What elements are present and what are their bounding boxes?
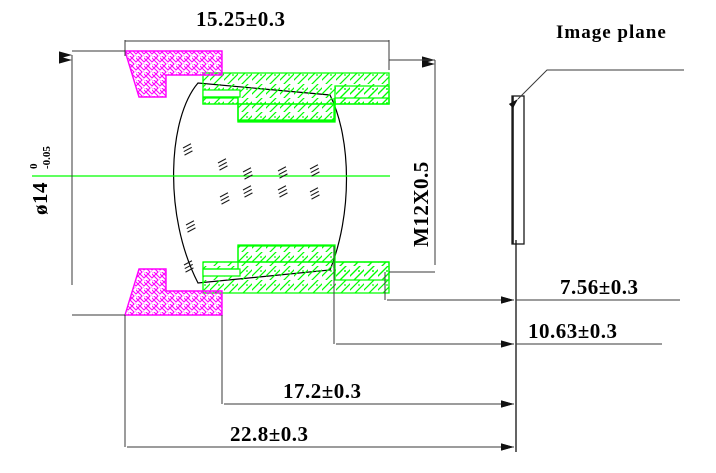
dimension-thread	[389, 56, 436, 273]
dimension-flange-back	[333, 246, 662, 348]
dimension-top-width	[72, 40, 390, 70]
dimension-label-overall-length: 22.8±0.3	[230, 422, 309, 446]
dimension-overall-length	[124, 315, 514, 451]
dimension-label-back-focal: 7.56±0.3	[560, 275, 639, 299]
dimension-diameter	[59, 51, 125, 316]
diameter-upper-tolerance: 0	[28, 163, 40, 169]
dimension-barrel-length	[221, 315, 514, 408]
image-plane-leader	[508, 69, 684, 109]
diameter-label: ø14	[28, 182, 52, 215]
lens-barrel-upper	[202, 72, 390, 123]
image-plane-label: Image plane	[556, 22, 667, 43]
thread-label: M12X0.5	[409, 161, 433, 247]
lens-barrel-lower	[202, 244, 390, 294]
diameter-label-group: ø14 0 -0.05	[28, 146, 53, 215]
diameter-lower-tolerance: -0.05	[41, 146, 53, 169]
dimension-label-barrel-length: 17.2±0.3	[283, 379, 362, 403]
thread-label-group: M12X0.5	[409, 161, 433, 247]
retainer-ring-top	[124, 50, 223, 98]
glass-material-symbols	[182, 143, 320, 273]
dimension-back-focal	[384, 272, 680, 304]
dimension-label-top-width: 15.25±0.3	[196, 7, 286, 31]
image-plane-element	[511, 95, 525, 245]
dimension-label-flange-back: 10.63±0.3	[528, 319, 618, 343]
